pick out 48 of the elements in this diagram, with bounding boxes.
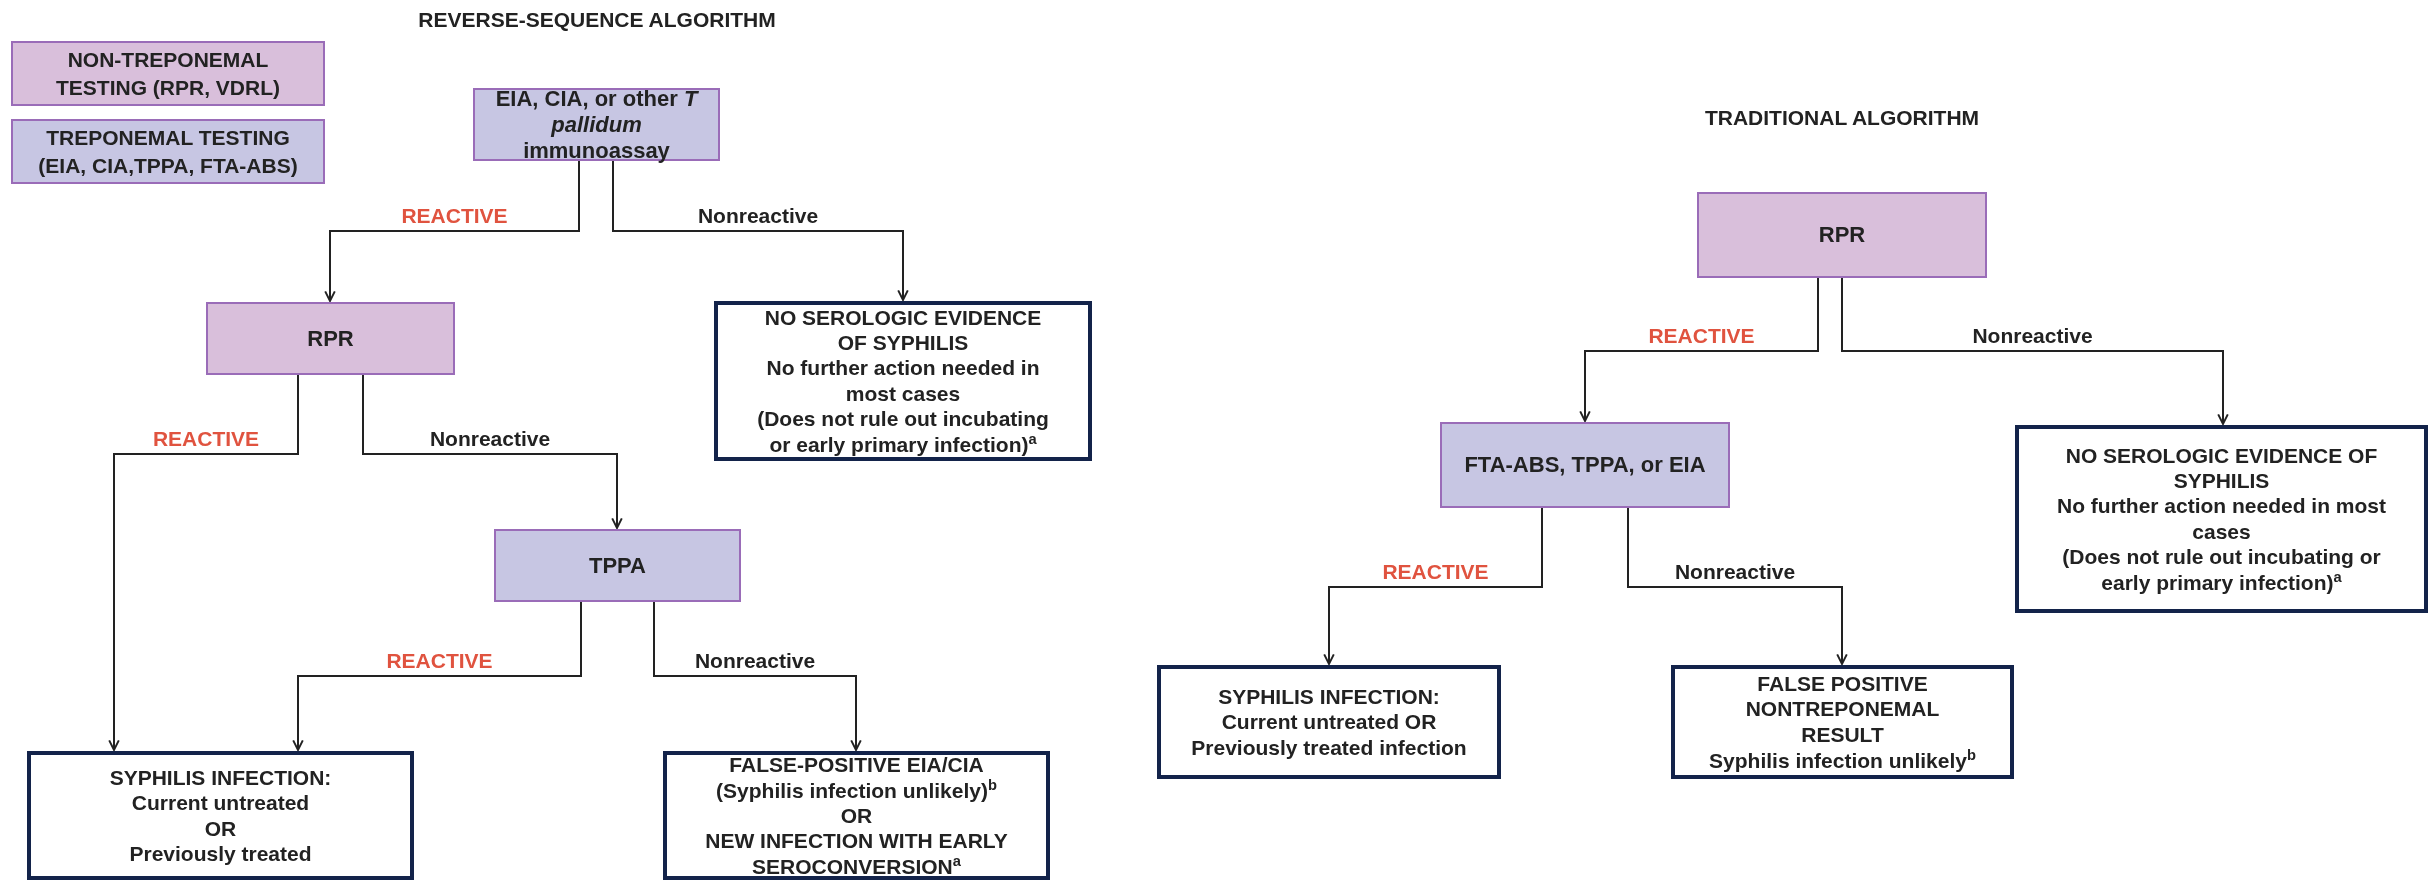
arrow <box>108 374 299 751</box>
arrow <box>1323 507 1543 665</box>
test-box <box>1697 192 1987 278</box>
result-box <box>1671 665 2014 779</box>
box-text: NO SEROLOGIC EVIDENCE OF SYPHILIS <box>763 304 1043 356</box>
test-box <box>473 88 720 161</box>
legend-text: NON-TREPONEMAL TESTING (RPR, VDRL) <box>55 47 281 101</box>
result-box <box>27 751 414 880</box>
test-box <box>494 529 741 602</box>
box-text: Current untreated <box>131 790 310 816</box>
box-text: NEW INFECTION WITH EARLY SEROCONVERSION$^{a}$ <box>704 828 1009 880</box>
box-text: EIA, CIA, or other T pallidum immunoassay <box>494 85 700 164</box>
box-text: RPR <box>307 325 354 352</box>
arrow <box>362 374 623 529</box>
box-text: (Does not rule out incubating or early primary infection)$^{a}$ <box>2061 543 2382 596</box>
legend-text: TREPONEMAL TESTING (EIA, CIA,TPPA, FTA-ABS) <box>37 125 299 179</box>
box-text: No further action needed in most cases <box>765 355 1041 406</box>
result-box <box>2015 425 2428 613</box>
arrow <box>612 160 909 301</box>
arrow <box>1579 277 1819 422</box>
test-box <box>206 302 455 375</box>
box-text: Previously treated <box>129 840 312 866</box>
arrow <box>1627 507 1848 665</box>
box-text: FALSE-POSITIVE EIA/CIA <box>729 751 984 777</box>
box-text: TPPA <box>588 552 646 579</box>
arrow <box>653 601 862 751</box>
box-text: NO SEROLOGIC EVIDENCE OF SYPHILIS <box>2064 442 2379 494</box>
box-text: SYPHILIS INFECTION: <box>1218 684 1440 710</box>
box-text: OR <box>840 802 873 829</box>
box-text: Syphilis infection unlikely$^{b}$ <box>1709 746 1976 773</box>
result-box <box>1157 665 1501 779</box>
arrow <box>324 160 580 302</box>
box-text: No further action needed in most cases <box>2056 493 2387 544</box>
box-text: FTA-ABS, TPPA, or EIA <box>1464 452 1706 478</box>
box-text: RPR <box>1818 222 1866 248</box>
algorithm-title: REVERSE-SEQUENCE ALGORITHM <box>418 8 776 32</box>
result-box <box>714 301 1092 461</box>
arrow <box>1841 277 2229 425</box>
box-text: SYPHILIS INFECTION: <box>109 765 332 791</box>
box-text: Current untreated OR Previously treated infection <box>1191 709 1467 760</box>
arrow <box>292 601 582 751</box>
algorithm-title: TRADITIONAL ALGORITHM <box>1704 106 1980 130</box>
box-text: OR <box>204 815 237 841</box>
box-text: (Syphilis infection unlikely)$^{b}$ <box>716 776 997 803</box>
box-text: FALSE POSITIVE NONTREPONEMAL RESULT <box>1744 671 1941 747</box>
result-box <box>663 751 1050 880</box>
test-box <box>1440 422 1730 508</box>
box-text: (Does not rule out incubating or early primary infection)$^{a}$ <box>756 405 1050 458</box>
